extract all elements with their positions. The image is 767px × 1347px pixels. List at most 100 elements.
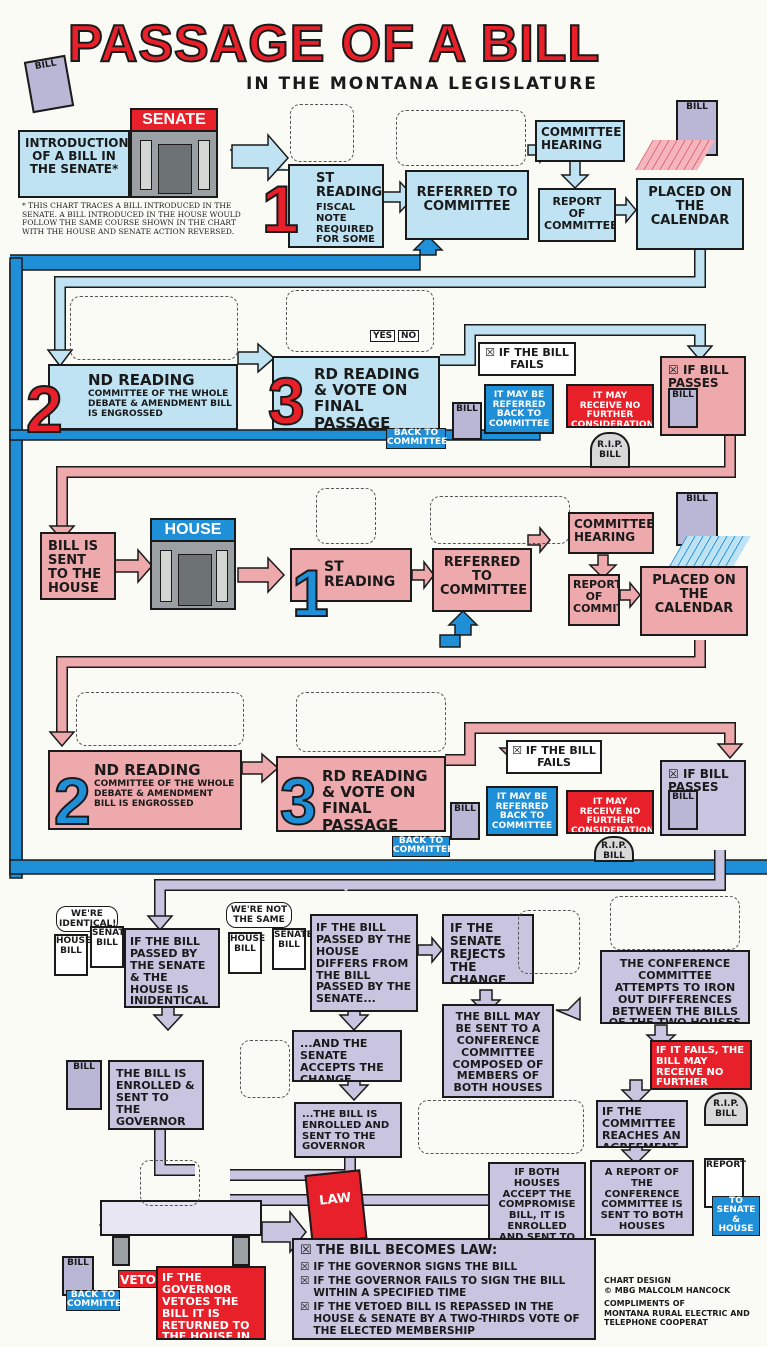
- enrolled-bill-icon: BILL: [66, 1060, 102, 1110]
- law-item: ☒IF THE GOVERNOR SIGNS THE BILL: [300, 1261, 518, 1274]
- both-accept-box: IF BOTH HOUSES ACCEPT THE COMPROMISE BIL…: [488, 1162, 586, 1240]
- senate-step-3: 3: [267, 364, 306, 438]
- door-icon: [178, 554, 212, 606]
- checkbox-icon: ☒: [300, 1243, 317, 1258]
- column-icon: [140, 140, 152, 190]
- house-hearing-box: COMMITTEE HEARING: [568, 512, 654, 554]
- senate-referred-box: REFERRED TO COMMITTEE: [405, 170, 529, 240]
- senate-accepts-box: ...AND THE SENATE ACCEPTS THE CHANGE: [292, 1030, 402, 1082]
- veto-box: IF THE GOVERNOR VETOES THE BILL IT IS RE…: [156, 1266, 266, 1340]
- final-rip-tombstone: R.I.P. BILL: [704, 1092, 748, 1126]
- house-no-further-box: IT MAY RECEIVE NO FURTHER CONSIDERATION: [566, 790, 654, 834]
- house-step-3: 3: [279, 764, 318, 838]
- door-icon: [158, 144, 192, 194]
- senate-back-to-committee-sign: BACK TO COMMITTEE: [386, 428, 448, 449]
- house-rip-tombstone: R.I.P. BILL: [594, 836, 634, 862]
- house-passed-bill-icon: BILL: [668, 790, 698, 830]
- checkbox-icon: ☒: [300, 1301, 310, 1314]
- senate-hearing-box: COMMITTEE HEARING: [535, 120, 625, 162]
- senate-step-1: 1: [261, 172, 300, 246]
- differs-house-bill-icon: HOUSE BILL: [228, 932, 265, 974]
- bill-mascot-icon: BILL: [23, 54, 75, 114]
- house-step-1: 1: [291, 556, 330, 630]
- governor-icon: [140, 1160, 200, 1206]
- committee-of-whole-icon: [70, 296, 238, 360]
- bill-mascot-label: BILL: [34, 58, 58, 73]
- to-senate-house-sign: TO SENATE & HOUSE: [712, 1196, 760, 1236]
- house-second-reading-box: ND READING COMMITTEE OF THE WHOLE DEBATE…: [48, 750, 242, 830]
- checkbox-icon: ☒: [668, 767, 683, 781]
- law-book-icon: LAW: [304, 1169, 368, 1245]
- senate-rip-tombstone: R.I.P. BILL: [590, 432, 630, 468]
- house-committee-of-whole-icon: [76, 692, 244, 746]
- checkbox-icon: ☒: [668, 363, 683, 377]
- governor-desk-icon: [100, 1200, 262, 1236]
- house-failed-bill-icon: BILL: [450, 802, 480, 840]
- senate-calendar-box: PLACED ON THE CALENDAR: [636, 178, 744, 250]
- law-label: LAW: [318, 1190, 352, 1209]
- becomes-law-heading: THE BILL BECOMES LAW:: [316, 1243, 498, 1258]
- law-item-list: ☒IF THE GOVERNOR SIGNS THE BILL ☒IF THE …: [300, 1261, 588, 1337]
- senate-second-reading-box: ND READING COMMITTEE OF THE WHOLE DEBATE…: [48, 364, 238, 430]
- house-third-reading-box: RD READING & VOTE ON FINAL PASSAGE: [276, 756, 446, 832]
- senate-third-reading-box: RD READING & VOTE ON FINAL PASSAGE: [272, 356, 440, 430]
- footnote: * THIS CHART TRACES A BILL INTRODUCED IN…: [22, 201, 241, 236]
- reaches-agreement-box: IF THE COMMITTEE REACHES AN AGREEMENT: [596, 1100, 688, 1148]
- house-sent-box: BILL IS SENT TO THE HOUSE: [40, 532, 116, 600]
- checkbox-icon: ☒: [300, 1261, 310, 1274]
- column-icon: [216, 550, 228, 602]
- conference-attempts-box: THE CONFERENCE COMMITTEE ATTEMPTS TO IRO…: [600, 950, 750, 1024]
- senate-failed-bill-icon: BILL: [452, 402, 482, 440]
- identical-senate-bill-icon: SENATE BILL: [90, 926, 131, 968]
- house-committee-table-icon: [430, 496, 570, 544]
- column-icon: [198, 140, 210, 190]
- enrolled-sent-box: ...THE BILL IS ENROLLED AND SENT TO THE …: [294, 1102, 402, 1158]
- house-first-reading-box: ST READING: [290, 548, 412, 602]
- vote-no-sign: NO: [398, 330, 420, 342]
- committee-table-icon: [396, 110, 526, 166]
- house-calendar-box: PLACED ON THE CALENDAR: [640, 566, 748, 636]
- house-back-to-committee-sign: BACK TO COMMITTEE: [392, 836, 454, 857]
- law-item: ☒IF THE VETOED BILL IS REPASSED IN THE H…: [300, 1301, 580, 1338]
- page-title: PASSAGE OF A BILL: [67, 14, 601, 74]
- reader-figure-icon: [290, 104, 354, 162]
- house-referred-box: REFERRED TO COMMITTEE: [432, 548, 532, 612]
- house-step-2: 2: [53, 764, 92, 838]
- vote-figures-icon: [286, 290, 434, 352]
- house-reader-icon: [316, 488, 376, 544]
- checkbox-icon: ☒: [512, 744, 526, 757]
- senate-no-further-box: IT MAY RECEIVE NO FURTHER CONSIDERATION: [566, 384, 654, 428]
- left-rail-main: [9, 257, 23, 879]
- checkbox-icon: ☒: [300, 1275, 310, 1288]
- law-item: ☒IF THE GOVERNOR FAILS TO SIGN THE BILL …: [300, 1275, 566, 1300]
- conference-fails-box: IF IT FAILS, THE BILL MAY RECEIVE NO FUR…: [650, 1040, 752, 1090]
- identical-house-bill-icon: HOUSE BILL: [54, 934, 91, 976]
- becomes-law-box: ☒ THE BILL BECOMES LAW: ☒IF THE GOVERNOR…: [292, 1238, 596, 1340]
- house-sign: HOUSE: [150, 518, 236, 542]
- identical-form-box: IF THE BILL PASSED BY THE SENATE & THE H…: [124, 928, 220, 1008]
- senate-report-box: REPORT OF COMMITTEE: [538, 188, 616, 242]
- differs-box: IF THE BILL PASSED BY THE HOUSE DIFFERS …: [310, 914, 418, 1012]
- senate-referred-back-box: IT MAY BE REFERRED BACK TO COMMITTEE: [484, 384, 554, 434]
- governor-desk-leg: [112, 1236, 130, 1266]
- conference-table-icon: [418, 1100, 584, 1154]
- house-if-fails-box: ☒ IF THE BILL FAILS: [506, 740, 602, 774]
- senate-if-fails-box: ☒ IF THE BILL FAILS: [478, 342, 576, 376]
- house-vote-figures-icon: [296, 692, 446, 752]
- house-building-icon: HOUSE: [150, 518, 236, 610]
- enrolled-governor-box: THE BILL IS ENROLLED & SENT TO THE GOVER…: [108, 1060, 204, 1130]
- may-be-sent-box: THE BILL MAY BE SENT TO A CONFERENCE COM…: [442, 1004, 554, 1098]
- veto-back-to-committee-sign: BACK TO COMMITTEE: [66, 1290, 128, 1311]
- senate-passed-bill-icon: BILL: [668, 388, 698, 428]
- differs-senate-bill-icon: SENATE BILL: [272, 928, 313, 970]
- senate-first-reading-box: ST READING FISCAL NOTE REQUIRED FOR SOME…: [288, 164, 384, 248]
- iron-icon: [610, 896, 740, 950]
- report-sent-box: A REPORT OF THE CONFERENCE COMMITTEE IS …: [590, 1160, 694, 1236]
- house-referred-back-box: IT MAY BE REFERRED BACK TO COMMITTEE: [486, 786, 558, 836]
- checkbox-icon: ☒: [485, 346, 499, 359]
- credit-block: CHART DESIGN © MBG MALCOLM HANCOCK COMPL…: [604, 1276, 750, 1328]
- governor-desk-leg-right: [232, 1236, 250, 1266]
- vote-yes-sign: YES: [370, 330, 396, 342]
- senate-intro-box: INTRODUCTION OF A BILL IN THE SENATE*: [18, 130, 130, 198]
